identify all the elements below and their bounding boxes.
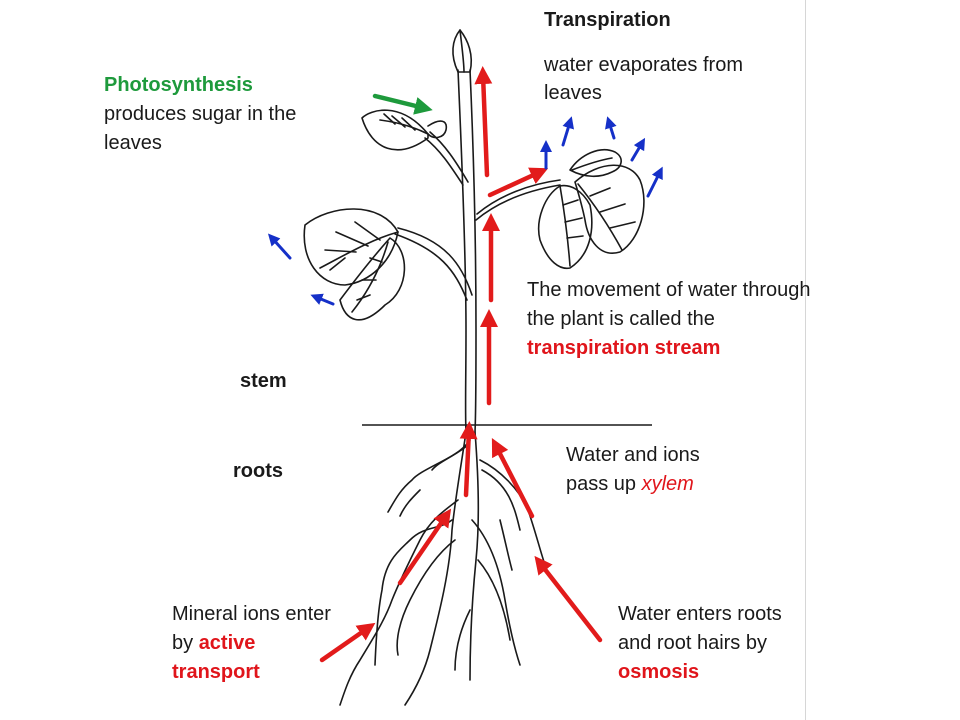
- right-leaf-1: [537, 184, 593, 270]
- blue-arrow-3: [605, 116, 617, 140]
- blue-arrows: [267, 116, 663, 306]
- roots-label: roots: [233, 460, 283, 482]
- blue-arrow-7: [310, 293, 335, 306]
- xylem-line-2: pass up xylem: [566, 470, 694, 499]
- photosynthesis-desc-line-1: produces sugar in the: [104, 103, 297, 125]
- red-arrow-root-right: [491, 437, 535, 519]
- slide-edge: [805, 0, 806, 720]
- active-highlight: active: [198, 632, 256, 654]
- red-arrow-root-left: [397, 508, 452, 586]
- left-leaf-large: [303, 208, 399, 286]
- red-arrows: [319, 66, 603, 663]
- photosynthesis-title: Photosynthesis: [104, 74, 253, 96]
- transport-highlight: transport: [172, 661, 260, 683]
- left-leaf-small: [339, 237, 406, 321]
- root-system: [404, 431, 467, 706]
- photosynthesis-desc-line-2: leaves: [104, 132, 162, 154]
- stem-outline-right: [469, 69, 477, 433]
- red-arrow-root-center: [459, 421, 478, 498]
- upper-left-leaf: [361, 109, 429, 151]
- blue-arrow-5: [646, 166, 663, 198]
- xylem-highlight: xylem: [641, 473, 694, 495]
- water-line-1: Water enters roots: [618, 603, 782, 625]
- blue-arrow-6: [267, 233, 292, 260]
- right-leaf-3: [569, 148, 622, 178]
- movement-line-2: the plant is called the: [527, 308, 715, 330]
- green-arrow-photosynthesis: [372, 93, 433, 115]
- transpiration-desc-line-1: water evaporates from: [544, 54, 743, 76]
- plant-drawing: [303, 29, 645, 706]
- upper-left-branch: [424, 137, 464, 186]
- red-arrow-stem-top: [474, 66, 493, 178]
- xylem-line-1: Water and ions: [566, 444, 700, 466]
- mineral-line-2: by active: [172, 629, 255, 658]
- mineral-prefix: by: [172, 632, 199, 654]
- stem-outline: [457, 69, 467, 433]
- mineral-line-1: Mineral ions enter: [172, 603, 331, 625]
- red-arrow-osmosis: [534, 555, 603, 643]
- right-leaf-2: [574, 164, 645, 254]
- transpiration-title: Transpiration: [544, 9, 671, 31]
- osmosis-highlight: osmosis: [618, 661, 700, 683]
- xylem-prefix: pass up: [566, 473, 642, 495]
- stem-label: stem: [240, 370, 287, 392]
- transpiration-desc-line-2: leaves: [544, 82, 602, 104]
- blue-arrow-4: [630, 137, 646, 162]
- water-line-2: and root hairs by: [618, 632, 767, 654]
- blue-arrow-2: [561, 116, 574, 147]
- left-branch: [394, 233, 468, 301]
- movement-line-1: The movement of water through: [527, 279, 811, 301]
- red-arrow-branch: [487, 167, 549, 198]
- red-arrow-active-transport: [319, 622, 376, 663]
- transpiration-stream-label: transpiration stream: [527, 337, 721, 359]
